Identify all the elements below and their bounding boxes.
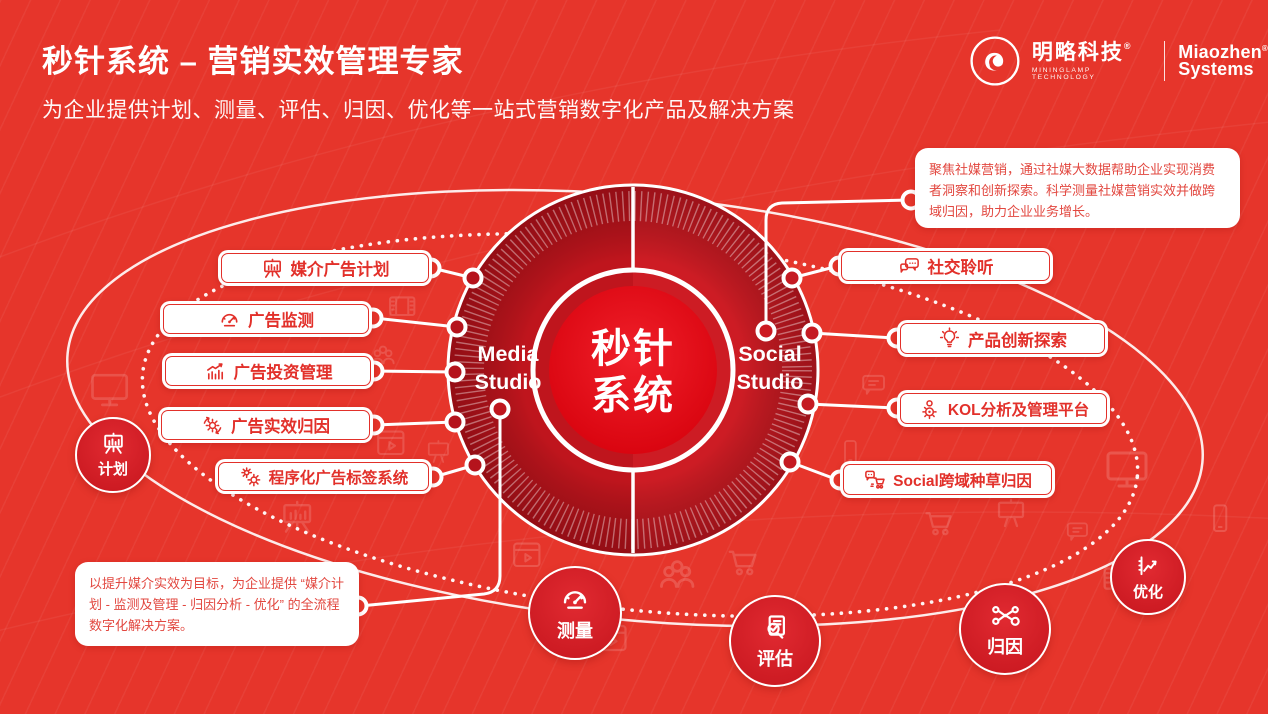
brand-text-block: 明略科技® MININGLAMP TECHNOLOGY [1031,40,1149,81]
double-gears-icon [240,467,261,487]
brand-name-cn: 明略科技® [1031,40,1133,64]
pill-label: 产品创新探索 [968,331,1067,350]
pill-label: 广告实效归因 [231,418,330,436]
pill-kol-platform: KOL分析及管理平台 [897,390,1110,427]
pill-social-seeding-attribution: Social跨域种草归因 [840,461,1055,498]
lightbulb-icon [939,327,960,348]
page-subtitle: 为企业提供计划、测量、评估、归因、优化等一站式营销数字化产品及解决方案 [42,99,795,122]
stage-label: 测量 [557,621,593,641]
stage-label: 归因 [987,636,1023,657]
pill-programmatic-tags: 程序化广告标签系统 [215,459,432,494]
pill-ad-investment: 广告投资管理 [162,353,374,389]
stage-label: 计划 [97,461,128,478]
gauge-icon [563,591,587,609]
brand-logo: 明略科技® MININGLAMP TECHNOLOGY Miaozhen® Sy… [968,32,1268,90]
hub-title: 秒针系统 [591,327,675,419]
pill-label: 广告投资管理 [233,364,333,382]
hub-circle [446,183,820,557]
pill-label: KOL分析及管理平台 [947,401,1090,419]
stage-measure: 测量 [528,566,622,660]
pill-label: Social跨域种草归因 [893,472,1032,490]
pill-label: 社交聆听 [927,259,994,277]
person-gear-icon [922,400,937,420]
social-callout-line [764,198,912,333]
logo-divider [1163,41,1166,81]
pill-label: 广告监测 [248,312,314,330]
presentation-board-icon [263,258,281,278]
chat-cart-icon [865,470,885,489]
pill-ad-attribution: 广告实效归因 [158,407,373,443]
pill-media-ad-planning: 媒介广告计划 [218,250,432,286]
stage-label: 优化 [1132,583,1163,601]
optimize-chart-icon [1138,555,1157,575]
brand-name-sub: MININGLAMP TECHNOLOGY [1031,66,1096,81]
gauge-icon [221,313,238,327]
mininglamp-logo-icon [970,36,1020,86]
stage-plan: 计划 [75,417,151,493]
pill-social-listening: 社交聆听 [838,248,1053,284]
media-studio-callout: 以提升媒介实效为目标，为企业提供 “媒介计划 - 监测及管理 - 归因分析 - … [75,562,359,646]
audit-magnifier-icon [766,614,785,639]
bar-chart-growth-icon [206,362,223,380]
stage-label: 评估 [757,648,793,669]
hub-center-disc [549,286,717,454]
page-title: 秒针系统 – 营销实效管理专家 [42,44,464,79]
stopwatch-ticks [454,191,812,549]
product-brand: Miaozhen® Systems [1178,41,1268,79]
stage-evaluate: 评估 [729,595,821,687]
hub-inner-ring [530,267,736,473]
presentation-board-icon [103,432,123,454]
pill-label: 媒介广告计划 [290,261,390,279]
chat-bubbles-icon [899,257,919,273]
media-callout-line [358,407,502,608]
social-studio-callout: 聚焦社媒营销，通过社媒大数据帮助企业实现消费者洞察和创新探索。科学测量社媒营销实… [915,148,1240,228]
stage-attribute: 归因 [959,583,1051,675]
stage-optimize: 优化 [1110,539,1186,615]
pill-label: 程序化广告标签系统 [268,469,409,487]
gear-sync-icon [203,416,222,434]
attribution-network-icon [991,605,1020,626]
pill-ad-monitoring: 广告监测 [160,301,372,337]
pill-product-innovation: 产品创新探索 [897,320,1108,357]
